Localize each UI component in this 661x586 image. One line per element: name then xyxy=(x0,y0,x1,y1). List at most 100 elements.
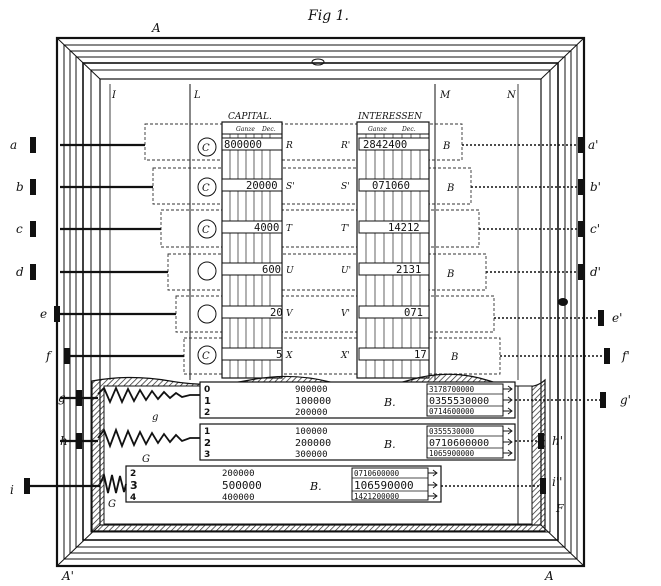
cap-value: 20000 xyxy=(246,180,278,192)
knob-right-icon[interactable] xyxy=(600,392,606,408)
spring-label: g xyxy=(152,412,158,423)
b-letter: B xyxy=(442,141,450,152)
rod-label-left: f xyxy=(45,349,53,363)
int-window xyxy=(358,178,430,192)
figure-title: Fig 1. xyxy=(307,8,349,24)
rod-label-left: d xyxy=(16,265,24,279)
int-letter: X' xyxy=(340,351,350,361)
rod-label-left: e xyxy=(40,307,47,321)
small-knob-icon[interactable] xyxy=(558,298,568,306)
knob-right-icon[interactable] xyxy=(538,433,544,449)
rod-label-right: d' xyxy=(590,265,601,279)
cap-window xyxy=(221,262,283,276)
bar-num: 2 xyxy=(204,408,210,418)
readout: 0710600000 xyxy=(354,469,400,478)
int-value: 071 xyxy=(404,307,423,319)
bottom-right-label: F xyxy=(555,502,564,515)
readout: 106590000 xyxy=(354,479,414,492)
knob-left-icon[interactable] xyxy=(24,478,30,494)
knob-right-icon[interactable] xyxy=(598,310,604,326)
readout: 1421200000 xyxy=(354,492,400,501)
spring-label: G xyxy=(108,499,116,510)
cap-letter: S' xyxy=(286,182,295,192)
cap-value: 600 xyxy=(262,264,281,276)
cap-letter: U xyxy=(286,266,294,276)
capital-sub-ganze: Ganze xyxy=(236,126,255,133)
bar-value: 200000 xyxy=(222,469,255,479)
corner-letter-top-left: A xyxy=(151,21,161,35)
interest-title: INTERESSEN xyxy=(357,112,423,122)
disc-icon xyxy=(197,304,217,324)
bar-num: 3 xyxy=(204,450,210,460)
readout-box xyxy=(426,383,504,417)
readout: 0355530000 xyxy=(429,427,475,436)
readout-box xyxy=(426,425,504,459)
rod-label-right: b' xyxy=(590,180,601,194)
rod-label-left: h xyxy=(60,434,68,448)
bar-b: B. xyxy=(383,438,396,451)
cap-window xyxy=(221,178,283,192)
int-window xyxy=(358,347,430,361)
arrow-icon xyxy=(503,385,513,415)
knob-right-icon[interactable] xyxy=(578,221,584,237)
knob-left-icon[interactable] xyxy=(64,348,70,364)
knob-left-icon[interactable] xyxy=(30,221,36,237)
interest-sub-ganze: Ganze xyxy=(368,126,387,133)
spring-label: G xyxy=(142,454,150,465)
bar-num: 1 xyxy=(204,427,210,437)
knob-right-icon[interactable] xyxy=(578,264,584,280)
interest-sub-dec: Dec. xyxy=(401,126,416,133)
rod-label-right: f' xyxy=(621,349,630,363)
row-a: C 800000 R R' 2842400 B a a' xyxy=(10,137,598,157)
column-letter-i: I xyxy=(111,90,117,101)
row-e: 20 V V' 071 e e' xyxy=(40,298,622,326)
bar-num: 2 xyxy=(130,469,136,479)
bar-b: B. xyxy=(309,480,322,493)
cap-letter: T xyxy=(286,224,293,234)
knob-left-icon[interactable] xyxy=(30,137,36,153)
bar-value: 500000 xyxy=(222,479,262,492)
int-window xyxy=(358,262,430,276)
disc-icon xyxy=(197,137,217,157)
knob-right-icon[interactable] xyxy=(604,348,610,364)
int-letter: V' xyxy=(341,309,350,319)
rod-label-right: i'' xyxy=(552,475,562,489)
readout: 0355530000 xyxy=(429,396,489,407)
capital-title: CAPITAL. xyxy=(228,112,272,122)
bar-num: 1 xyxy=(204,396,211,407)
knob-left-icon[interactable] xyxy=(76,433,82,449)
arrow-icon xyxy=(503,427,513,457)
knob-right-icon[interactable] xyxy=(540,478,546,494)
arrow-icon xyxy=(428,469,438,500)
knob-left-icon[interactable] xyxy=(30,264,36,280)
knob-left-icon[interactable] xyxy=(30,179,36,195)
bar-b: B. xyxy=(383,396,396,409)
cap-value: 5 xyxy=(276,349,282,361)
knob-left-icon[interactable] xyxy=(54,306,60,322)
bar-value: 300000 xyxy=(295,450,328,460)
int-letter: T' xyxy=(341,224,349,234)
bar-value: 200000 xyxy=(295,438,331,449)
b-letter: B xyxy=(446,183,454,194)
column-letter-l: L xyxy=(193,90,201,101)
cap-letter: X xyxy=(285,351,293,361)
cap-window xyxy=(221,347,283,361)
int-value: 2131 xyxy=(396,264,421,276)
capital-panel xyxy=(221,121,283,379)
b-letter: B xyxy=(450,352,458,363)
disc-letter: C xyxy=(202,183,210,194)
disc-icon xyxy=(197,177,217,197)
int-letter: R' xyxy=(340,141,350,151)
rod-label-left: i xyxy=(10,483,14,497)
knob-left-icon[interactable] xyxy=(76,390,82,406)
knob-right-icon[interactable] xyxy=(578,179,584,195)
cap-letter: V xyxy=(286,309,294,319)
rod-label-right: g' xyxy=(620,393,631,407)
knob-right-icon[interactable] xyxy=(578,137,584,153)
lower-bar-i: i i'' G 2 3 4 200000 500000 400000 B. 07… xyxy=(10,465,562,510)
row-f: C 5 X X' 17 B f f' xyxy=(45,345,630,365)
readout-box xyxy=(351,467,429,501)
disc-letter: C xyxy=(202,143,210,154)
interest-panel xyxy=(356,121,430,379)
